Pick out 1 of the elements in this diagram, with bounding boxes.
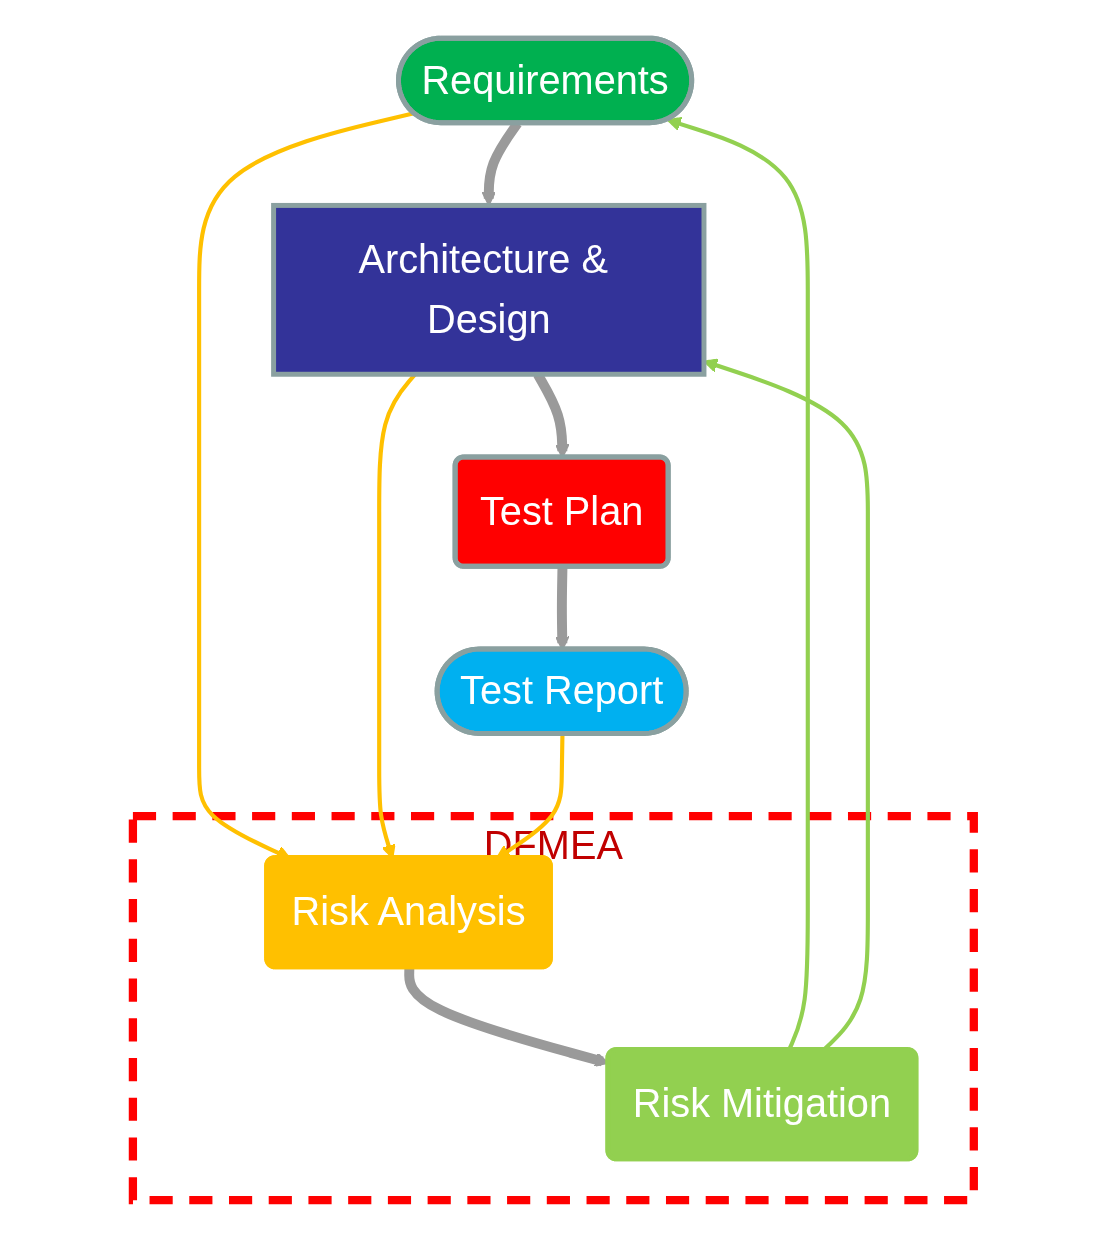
node-box: Architecture & Design xyxy=(271,202,707,377)
